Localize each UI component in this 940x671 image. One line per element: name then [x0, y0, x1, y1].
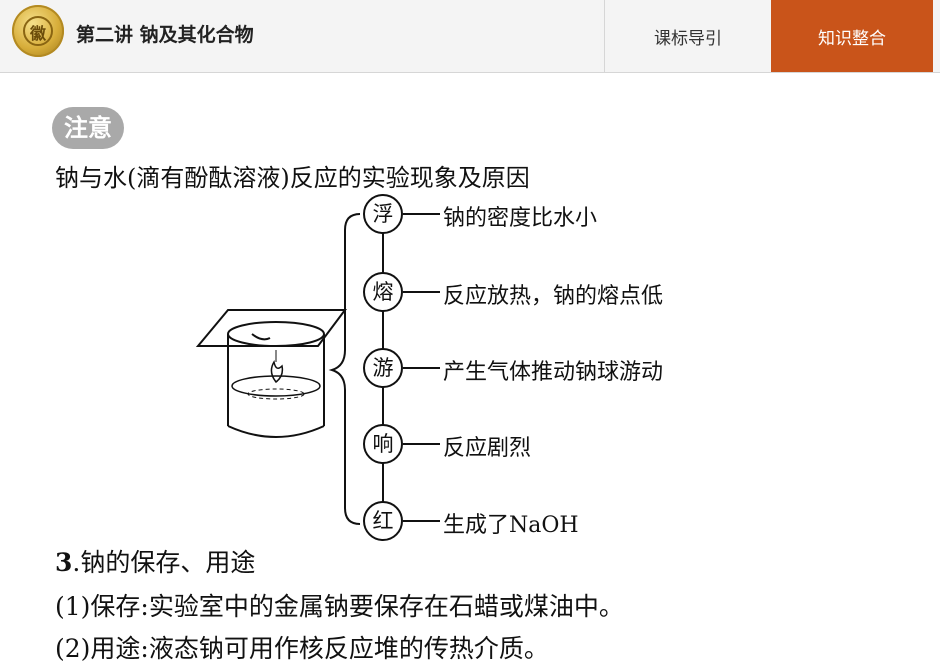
beaker-rim: [227, 321, 325, 347]
logo-glyph: 徽: [29, 24, 46, 43]
sodium-ball-shape: [270, 359, 284, 384]
explanation-red: 生成了NaOH: [443, 513, 579, 538]
storage-line: (1)保存:实验室中的金属钠要保存在石蜡或煤油中。: [55, 592, 624, 621]
brace-shape: [328, 213, 361, 525]
beaker-spout: [251, 333, 271, 341]
usage-line: (2)用途:液态钠可用作核反应堆的传热介质。: [55, 634, 549, 663]
note-intro-text: 钠与水(滴有酚酞溶液)反应的实验现象及原因: [55, 164, 530, 192]
section-title-text: .钠的保存、用途: [72, 548, 256, 577]
phenomenon-float: 浮: [363, 194, 403, 234]
phenomenon-red: 红: [363, 501, 403, 541]
header-bar: 徽 第二讲 钠及其化合物 课标导引 知识整合: [0, 0, 940, 73]
beaker-bottom: [227, 425, 325, 438]
water-ripple: [247, 388, 305, 400]
reaction-diagram: 浮 熔 游 响 红 钠的密度比水小 反应放热，钠的熔点低 产生气体推动钠球游动 …: [190, 190, 750, 550]
note-badge: 注意: [52, 107, 124, 149]
phenomenon-sound: 响: [363, 424, 403, 464]
tab-knowledge-integration[interactable]: 知识整合: [771, 0, 933, 72]
section-number: 3: [55, 548, 73, 577]
explanation-melt: 反应放热，钠的熔点低: [443, 284, 664, 309]
explanation-float: 钠的密度比水小: [443, 206, 598, 231]
phenomenon-swim: 游: [363, 348, 403, 388]
explanation-sound: 反应剧烈: [443, 436, 532, 461]
phenomenon-melt: 熔: [363, 272, 403, 312]
lesson-title: 第二讲 钠及其化合物: [76, 24, 254, 46]
school-logo: 徽: [12, 5, 64, 57]
section-heading: 3.钠的保存、用途: [55, 543, 255, 579]
tab-curriculum-guide[interactable]: 课标导引: [604, 0, 771, 72]
water-surface: [231, 375, 321, 397]
logo-ring: [23, 16, 53, 46]
glass-plate-shape: [195, 309, 347, 347]
explanation-swim: 产生气体推动钠球游动: [443, 360, 664, 385]
